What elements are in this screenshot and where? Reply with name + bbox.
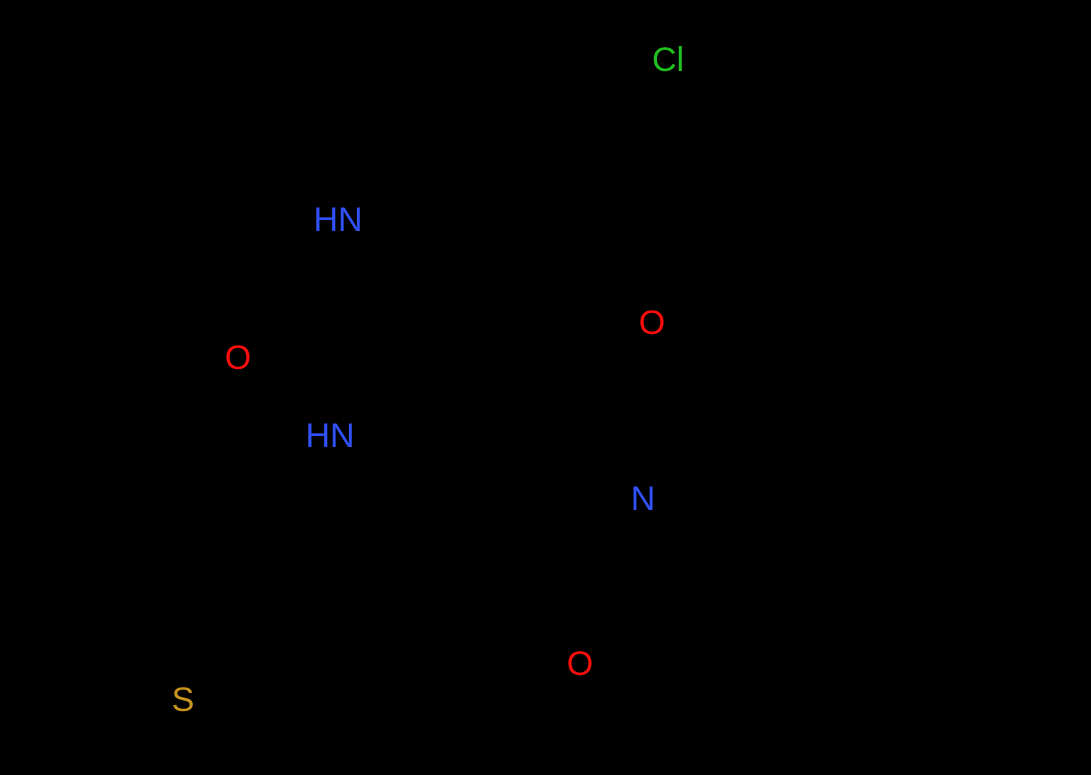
atom-label-chlorine: Cl [651,41,685,79]
atom-label-oxygen-lower: O [566,645,594,683]
atom-label-nitrogen: N [630,480,656,518]
atom-label-oxygen-left: O [224,339,252,377]
atom-label-amine-nh-lower: HN [305,417,355,455]
atom-label-sulfur: S [171,681,195,719]
atom-label-oxygen-right-upper: O [638,304,666,342]
atom-label-amine-nh-upper: HN [313,201,363,239]
